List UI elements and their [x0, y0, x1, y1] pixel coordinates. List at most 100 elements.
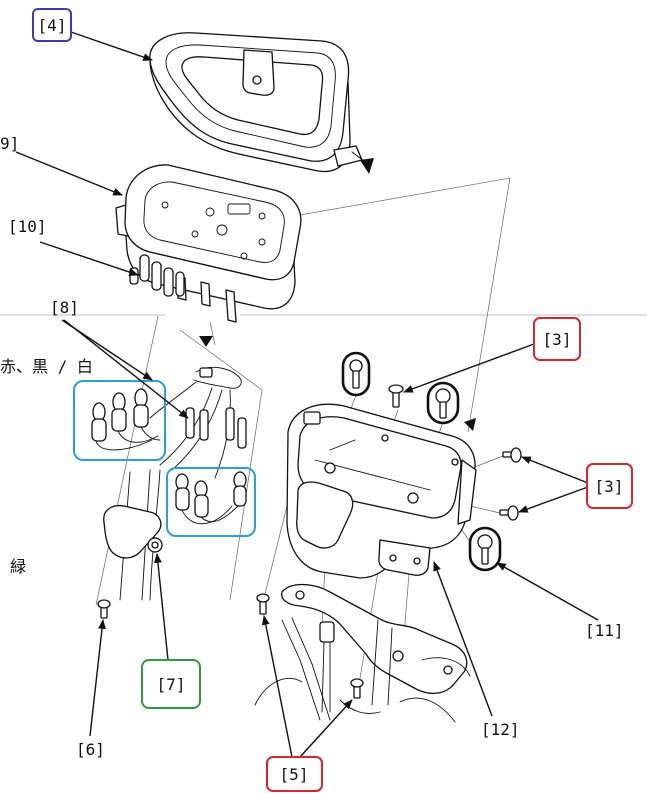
- body-outline: [399, 697, 456, 723]
- leader-line-11: [496, 562, 599, 621]
- guide-line-right-screw-1: [471, 455, 504, 469]
- connector-pin: [129, 267, 139, 285]
- bulb-wire: [117, 430, 159, 443]
- leader-line-3: [403, 343, 535, 393]
- meter-hole: [240, 252, 248, 260]
- bulb-socket: [233, 485, 247, 507]
- housing-hole: [324, 462, 336, 474]
- cable-line: [281, 619, 321, 721]
- guide-line-harness-frame: [179, 329, 263, 601]
- leader-line-5: [261, 615, 293, 758]
- housing-right-lip: [457, 459, 477, 525]
- leader-line-7: [154, 553, 169, 661]
- bulb-socket: [133, 404, 149, 428]
- cable-connector: [319, 621, 335, 643]
- housing-floor-line: [329, 439, 356, 451]
- meter-body-part: [115, 164, 302, 323]
- callout-box-4: [32, 8, 72, 42]
- mount-screw-shaft: [481, 547, 489, 565]
- bulb: [112, 392, 126, 412]
- highlight-box-bulbs-1: [73, 380, 166, 461]
- connector-pin: [163, 267, 174, 297]
- meter-hole: [161, 201, 169, 209]
- leader-line-9: [15, 151, 123, 196]
- bulb-wire: [140, 426, 161, 441]
- harness-wire: [171, 389, 223, 471]
- meter-hole: [191, 230, 199, 238]
- harness-clamp-hole: [151, 541, 159, 549]
- meter-hole: [205, 207, 215, 217]
- mount-screw-shaft: [352, 370, 360, 389]
- label-wire-color-green: 緑: [10, 557, 26, 576]
- screw-part-5: [350, 678, 364, 699]
- cover-mounting-tab: [242, 49, 275, 96]
- bulb-socket-group-2: [166, 467, 256, 537]
- screw-part-3: [388, 384, 404, 408]
- harness-wire: [149, 381, 197, 419]
- screw-head: [388, 384, 404, 394]
- bulb-wire: [95, 439, 153, 451]
- bulb-socket: [111, 408, 127, 432]
- stem-line: [387, 627, 393, 706]
- bulb-socket-group-1: [73, 380, 166, 461]
- meter-inner-panel: [143, 181, 285, 263]
- meter-hole: [258, 238, 266, 246]
- mount-screw-shaft: [439, 401, 447, 419]
- label-part-4: [4]: [38, 16, 67, 35]
- leader-line-3: [521, 456, 589, 484]
- screw-head: [507, 505, 519, 521]
- label-part-11: [11]: [585, 621, 624, 640]
- rubber-mount-part: [341, 351, 371, 397]
- screw-part-3: [499, 505, 519, 521]
- leader-line-8: [63, 319, 189, 419]
- cover-hook-line: [351, 151, 365, 162]
- screw-head: [510, 447, 522, 463]
- leader-line-12: [433, 561, 493, 717]
- cover-opening: [181, 56, 324, 136]
- bulb-socket: [175, 487, 190, 511]
- meter-hole: [216, 224, 228, 236]
- highlight-box-bulbs-2: [166, 467, 256, 537]
- connector-pin: [139, 254, 150, 282]
- mount-screw-head: [477, 534, 493, 550]
- bracket-plate: [281, 583, 468, 695]
- screw-part-5: [256, 593, 270, 615]
- connector-pin: [151, 261, 162, 291]
- connector-pins-part: [129, 254, 185, 297]
- meter-post: [225, 289, 237, 323]
- wire-harness-part: [149, 366, 247, 479]
- harness-socket-pin: [225, 407, 235, 441]
- screw-head: [256, 593, 270, 603]
- leader-line-5: [299, 699, 353, 758]
- housing-notch: [303, 411, 321, 425]
- leader-line-6: [89, 619, 106, 737]
- bulb-socket: [91, 418, 107, 442]
- bracket-hole: [392, 650, 404, 662]
- guide-line-meter-right: [299, 177, 511, 433]
- cover-arrow-icon: [360, 158, 374, 174]
- leader-line-4: [70, 31, 153, 61]
- label-part-12: [12]: [481, 720, 520, 739]
- screw-part-3: [502, 447, 522, 463]
- cover-tab-hole: [252, 75, 262, 85]
- body-outline: [421, 657, 471, 677]
- housing-hole: [451, 458, 459, 466]
- label-part-7: [7]: [157, 675, 186, 694]
- housing-hole: [381, 434, 389, 442]
- housing-tab-hole: [389, 554, 397, 562]
- housing-slot-window: [296, 481, 354, 549]
- callout-box-7: [141, 659, 201, 709]
- harness-clip: [199, 367, 213, 378]
- screw-head: [350, 678, 364, 688]
- label-part-8: [8]: [50, 298, 79, 317]
- bracket-hole: [295, 590, 305, 600]
- body-outline: [254, 678, 303, 706]
- meter-post: [200, 281, 211, 307]
- cable-line: [291, 617, 331, 721]
- meter-center-slot: [227, 203, 251, 215]
- guide-line-right-screw-2: [469, 505, 501, 514]
- screw-head: [97, 599, 111, 609]
- housing-hole: [407, 492, 419, 504]
- callout-box-3-right: [586, 463, 633, 509]
